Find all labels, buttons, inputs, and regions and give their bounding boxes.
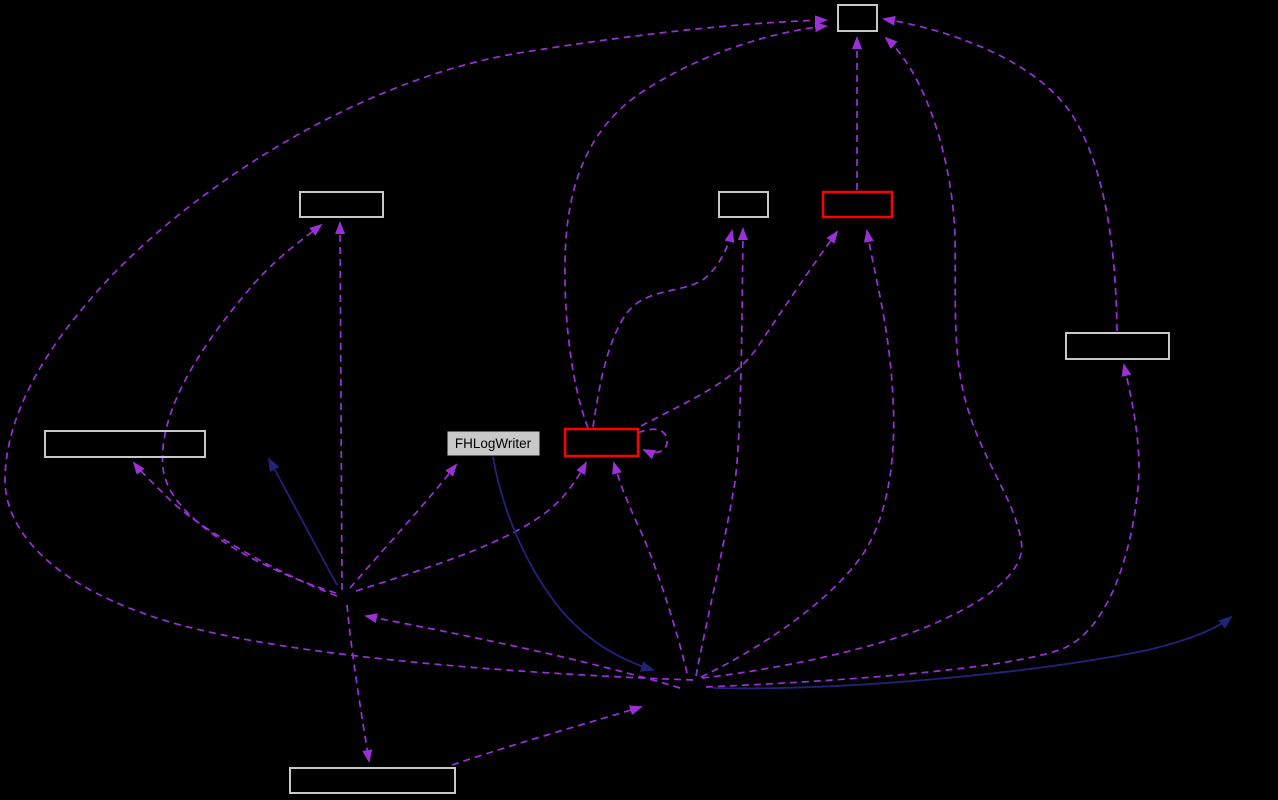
node-box-d[interactable] xyxy=(1065,332,1170,360)
edge-hub1-to-boxa-straight xyxy=(335,221,346,591)
edge-centerred-to-top xyxy=(564,22,828,429)
edge-centerred-self-loop xyxy=(637,428,668,460)
edge-hub1-to-boxe xyxy=(132,461,338,597)
node-box-f-highlight[interactable] xyxy=(563,427,640,458)
edge-hub2-to-top-right-hook xyxy=(701,36,1023,679)
edge-bottombox-to-hub2 xyxy=(451,705,643,766)
edge-centerred-to-topred xyxy=(640,230,839,427)
edge-fhlogwriter-to-hub2-solid xyxy=(492,456,655,672)
fhlogwriter-box[interactable] xyxy=(446,430,541,457)
node-fhlogwriter[interactable]: FHLogWriter xyxy=(446,430,541,457)
edge-centerred-to-boxb xyxy=(592,229,735,428)
edge-hub2-to-right xyxy=(705,363,1140,688)
node-box-c-highlight[interactable] xyxy=(821,190,894,219)
edge-hub1-to-centerred xyxy=(355,461,587,592)
node-box-e[interactable] xyxy=(44,430,206,458)
edge-right-to-top xyxy=(882,15,1118,332)
edge-hub1-to-fhlogwriter xyxy=(349,463,458,589)
edge-hub2-right-solid xyxy=(712,615,1233,690)
node-box-g[interactable] xyxy=(289,767,456,794)
fhlogwriter-label: FHLogWriter xyxy=(455,436,532,451)
edge-hub1-upleft-solid xyxy=(268,457,338,586)
node-top[interactable] xyxy=(837,4,878,32)
edge-hub2-to-boxb xyxy=(695,227,748,677)
edge-hub1-to-bottombox xyxy=(346,604,373,763)
node-box-b[interactable] xyxy=(718,191,769,218)
edges xyxy=(4,15,1233,766)
edge-hub2-to-topred xyxy=(700,229,895,678)
edge-hub1-to-boxa-curved xyxy=(161,223,337,594)
nodes: FHLogWriter xyxy=(44,4,1170,794)
edge-hub2-to-centerred xyxy=(612,461,688,674)
edge-hub2-to-hub1 xyxy=(364,613,681,689)
edge-hub2-to-top-left-arc xyxy=(4,15,828,681)
node-box-a[interactable] xyxy=(299,191,384,218)
